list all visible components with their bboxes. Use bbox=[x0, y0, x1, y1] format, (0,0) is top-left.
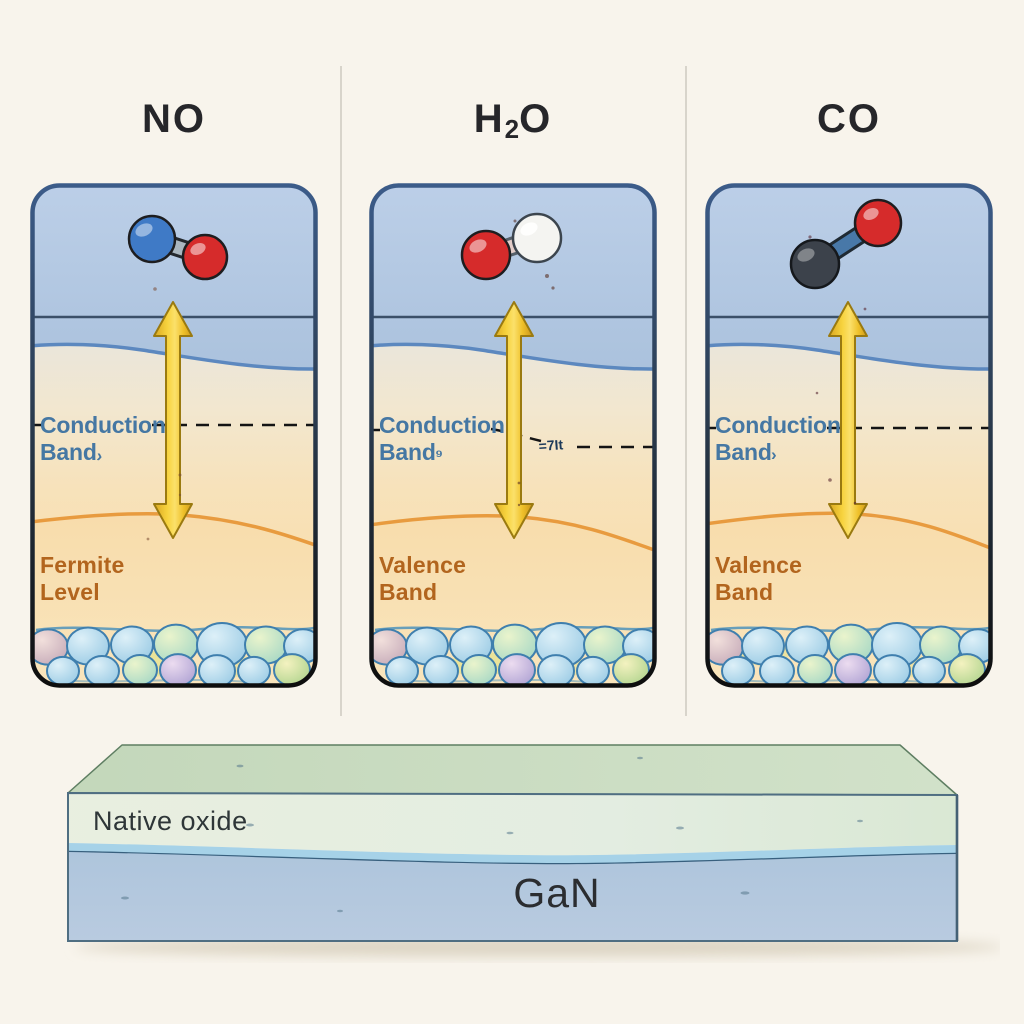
surface-state-bubble bbox=[576, 655, 610, 686]
panel-border bbox=[30, 183, 318, 688]
band-bending-line bbox=[707, 342, 991, 371]
band-diagram-panel-co: Conduction Band › Valence Band bbox=[705, 183, 993, 688]
atom-highlight bbox=[863, 207, 879, 221]
slab-top-face bbox=[67, 744, 958, 796]
conduction-band-region bbox=[707, 185, 991, 370]
valence-band-label-2: Band bbox=[715, 579, 773, 605]
h2o-molecule-icon bbox=[460, 212, 563, 281]
title-text: CO bbox=[817, 96, 881, 141]
surface-state-bubble bbox=[84, 655, 120, 686]
valence-band-label: Valence bbox=[379, 552, 466, 578]
band-gap-arrow bbox=[494, 301, 534, 539]
valence-band-label-2: Band bbox=[379, 579, 437, 605]
title-text: NO bbox=[142, 96, 206, 141]
surface-state-bubble bbox=[612, 653, 650, 686]
speck-dots bbox=[513, 219, 555, 507]
surface-state-bubble bbox=[159, 653, 197, 686]
label-artifact: ⁹ bbox=[435, 446, 443, 465]
native-oxide-label: Native oxide bbox=[93, 806, 248, 836]
gan-layer bbox=[68, 852, 957, 941]
conduction-band-label: Conduction bbox=[379, 412, 505, 438]
conduction-band-region bbox=[32, 185, 316, 370]
band-gap-arrow bbox=[828, 301, 868, 539]
surface-states-bubbles bbox=[707, 622, 991, 686]
section-divider bbox=[685, 66, 687, 716]
co-molecule-icon bbox=[789, 198, 903, 290]
surface-state-bubble bbox=[948, 653, 986, 686]
surface-state-bubble bbox=[873, 654, 911, 686]
surface-state-bubble bbox=[237, 655, 271, 686]
surface-states-bubbles bbox=[371, 622, 655, 686]
atom-highlight bbox=[135, 223, 153, 237]
surface-state-bubble bbox=[721, 655, 755, 686]
atom-highlight bbox=[190, 242, 206, 256]
atom-highlight bbox=[520, 222, 538, 236]
conduction-band-label-2: Band bbox=[379, 439, 436, 465]
speck-dots bbox=[808, 235, 867, 505]
atom-highlight bbox=[797, 248, 815, 262]
oxygen-atom bbox=[460, 229, 512, 281]
oxide-gan-interface-band bbox=[68, 843, 957, 865]
surface-state-bubble bbox=[797, 654, 833, 686]
dashed-line-artifact: =7It bbox=[538, 436, 564, 454]
surface-state-bubble bbox=[759, 655, 795, 686]
conduction-band-label-2: Band bbox=[715, 439, 772, 465]
surface-state-bubble bbox=[198, 654, 236, 686]
surface-state-bubble bbox=[834, 653, 872, 686]
surface-state-bubble bbox=[537, 654, 575, 686]
no-molecule-icon bbox=[127, 214, 229, 281]
surface-state-bubble bbox=[912, 655, 946, 686]
oxygen-atom bbox=[181, 233, 229, 281]
surface-state-bubble bbox=[273, 653, 311, 686]
section-divider bbox=[340, 66, 342, 716]
label-artifact: › bbox=[771, 445, 777, 464]
atom-highlight bbox=[469, 239, 487, 253]
slab-specks bbox=[121, 756, 863, 913]
band-diagram-panel-h2o: =7It Conduction Band ⁹ Valence Band bbox=[369, 183, 657, 688]
surface-state-bubble bbox=[423, 655, 459, 686]
substrate-illustration: Native oxide GaN bbox=[67, 744, 1000, 957]
carbon-atom bbox=[789, 238, 841, 290]
band-diagram-panel-no: Conduction Band › Fermite Level bbox=[30, 183, 318, 688]
label-artifact: › bbox=[95, 446, 103, 466]
gan-label: GaN bbox=[513, 870, 600, 916]
surface-state-bubble bbox=[498, 653, 536, 686]
conduction-band-label-2: Band bbox=[40, 439, 97, 465]
surface-state-bubble bbox=[385, 655, 419, 686]
band-bending-line bbox=[371, 342, 655, 371]
native-oxide-layer bbox=[68, 793, 957, 856]
column-title-no: NO bbox=[30, 96, 318, 142]
band-gap-arrow bbox=[153, 301, 193, 539]
surface-state-bubble bbox=[122, 654, 158, 686]
panel-border bbox=[705, 183, 993, 688]
fermi-level-label-2: Level bbox=[40, 579, 100, 605]
fermi-level-label: Fermite bbox=[40, 552, 124, 578]
band-bending-line bbox=[32, 342, 316, 371]
hydrogen-atom bbox=[511, 212, 563, 264]
conduction-band-label: Conduction bbox=[715, 412, 841, 438]
surface-state-bubble bbox=[461, 654, 497, 686]
panel-border bbox=[369, 183, 657, 688]
slab-shadow bbox=[75, 937, 1000, 957]
surface-states-bubbles bbox=[32, 622, 316, 686]
nitrogen-atom bbox=[127, 214, 177, 264]
conduction-band-label: Conduction bbox=[40, 412, 166, 438]
surface-state-bubble bbox=[46, 655, 80, 686]
valence-band-label: Valence bbox=[715, 552, 802, 578]
oxygen-atom bbox=[853, 198, 903, 248]
column-title-co: CO bbox=[705, 96, 993, 142]
speck-dots bbox=[146, 287, 182, 541]
title-text: H bbox=[473, 96, 505, 141]
subscript-2: 2 bbox=[504, 113, 520, 144]
conduction-band-region bbox=[371, 185, 655, 370]
